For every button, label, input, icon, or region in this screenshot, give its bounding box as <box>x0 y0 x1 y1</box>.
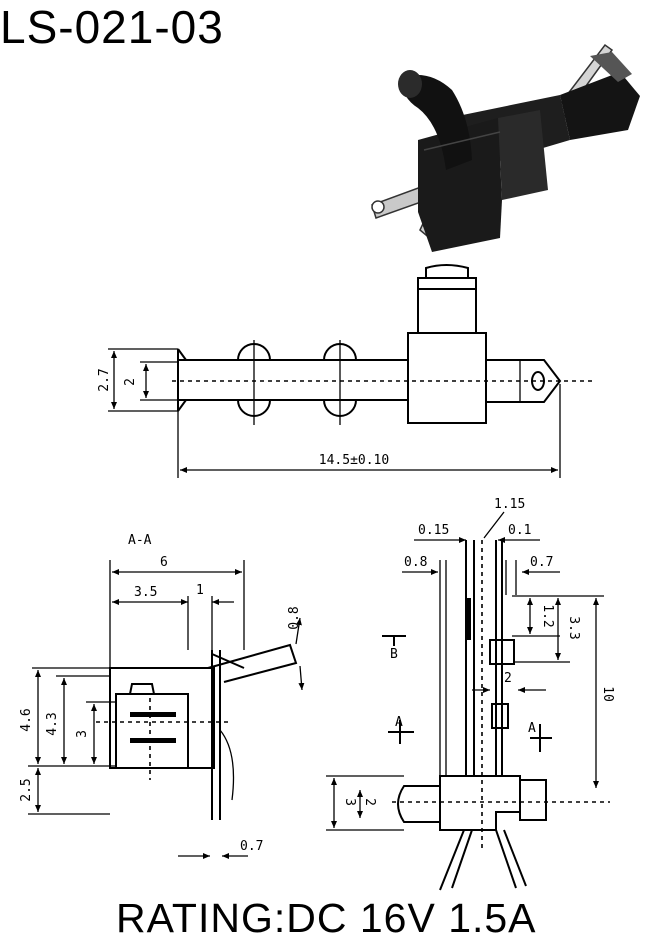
dim-length: 14.5±0.10 <box>319 453 389 468</box>
dim-slot: 1 <box>196 583 204 598</box>
dim-top: 1.15 <box>494 497 525 512</box>
dim-outer-height: 2.7 <box>97 368 112 391</box>
dim-h3: 3 <box>75 730 90 738</box>
dim-h2: 4.3 <box>45 712 60 735</box>
marker-a2: A <box>528 721 536 736</box>
dim-j: 2 <box>504 671 512 686</box>
side-view: 1.15 0.15 0.1 0.8 0.7 2 1.2 3.3 10 <box>326 497 615 891</box>
dim-b: 0.1 <box>508 523 531 538</box>
dim-pin: 0.7 <box>240 839 263 854</box>
dim-offset: 3.5 <box>134 585 157 600</box>
part-number-title: LS-021-03 <box>0 1 224 53</box>
dim-f: 3.3 <box>566 616 581 639</box>
dim-d: 0.7 <box>530 555 553 570</box>
rating-label: RATING:DC 16V 1.5A <box>116 895 537 941</box>
top-view: 2.7 2 14.5±0.10 <box>97 264 592 478</box>
dim-inner-height: 2 <box>123 378 138 386</box>
dim-h: 10 <box>600 686 615 702</box>
dim-g: 2 <box>362 798 377 806</box>
dim-c: 0.8 <box>404 555 427 570</box>
dim-a: 0.15 <box>418 523 449 538</box>
marker-b: B <box>390 647 398 662</box>
dim-e: 1.2 <box>540 604 555 627</box>
section-view: A-A 6 3.5 1 4.6 4.3 3 2.5 <box>19 533 305 859</box>
dim-lever: 0.8 <box>287 606 302 629</box>
dim-h4: 2.5 <box>19 778 34 801</box>
dim-h1: 4.6 <box>19 708 34 731</box>
dim-width: 6 <box>160 555 168 570</box>
section-label: A-A <box>128 533 152 548</box>
marker-a1: A <box>395 715 403 730</box>
dim-i: 3 <box>342 798 357 806</box>
product-illustration <box>371 43 640 252</box>
